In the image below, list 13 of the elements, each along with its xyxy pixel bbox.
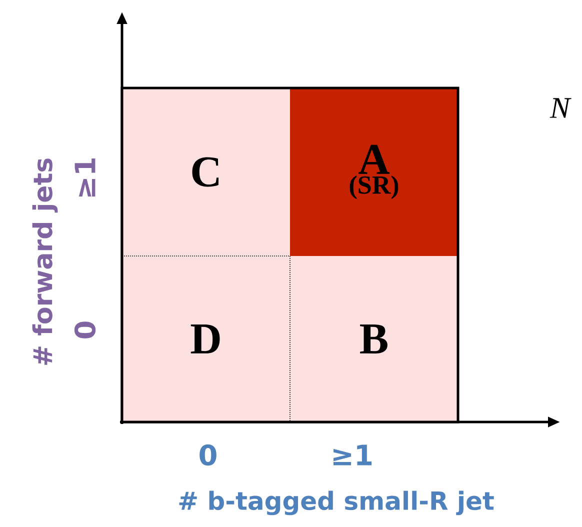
axis-title: # b-tagged small-R jet — [179, 490, 494, 516]
region-cell: B — [290, 256, 458, 422]
node-label: D — [190, 324, 220, 354]
region-cell: C — [122, 88, 290, 256]
tick-label: 0 — [200, 444, 216, 466]
tick-label: 0 — [74, 322, 96, 338]
side-label: N — [550, 98, 572, 118]
node-label: B — [360, 324, 388, 354]
axis-title: # forward jets — [32, 158, 58, 365]
tick-label: ≥1 — [74, 158, 96, 196]
region-cell: A (SR) — [290, 88, 458, 256]
tick-label: ≥1 — [334, 444, 372, 466]
node-label: C — [192, 157, 219, 187]
